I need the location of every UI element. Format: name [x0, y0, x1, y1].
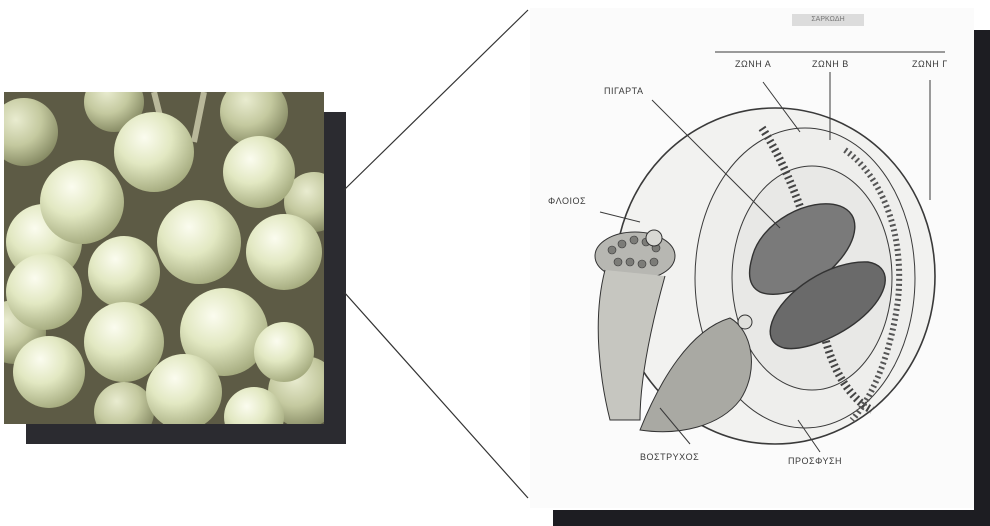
diagram-header-label: ΣΑΡΚΩΔΗ [792, 14, 864, 26]
label-attachment: ΠΡΟΣΦΥΣΗ [788, 456, 842, 466]
label-zone-b: ΖΩΝΗ Β [812, 59, 849, 69]
label-seed: ΠΙΓΑΡΤΑ [604, 86, 643, 96]
pedicel-knob [646, 230, 662, 246]
label-pedicel: ΒΟΣΤΡΥΧΟΣ [640, 452, 699, 462]
attachment-point [738, 315, 752, 329]
label-skin: ΦΛΟΙΟΣ [548, 196, 586, 206]
label-zone-c: ΖΩΝΗ Γ [912, 59, 948, 69]
label-zone-a: ΖΩΝΗ Α [735, 59, 771, 69]
